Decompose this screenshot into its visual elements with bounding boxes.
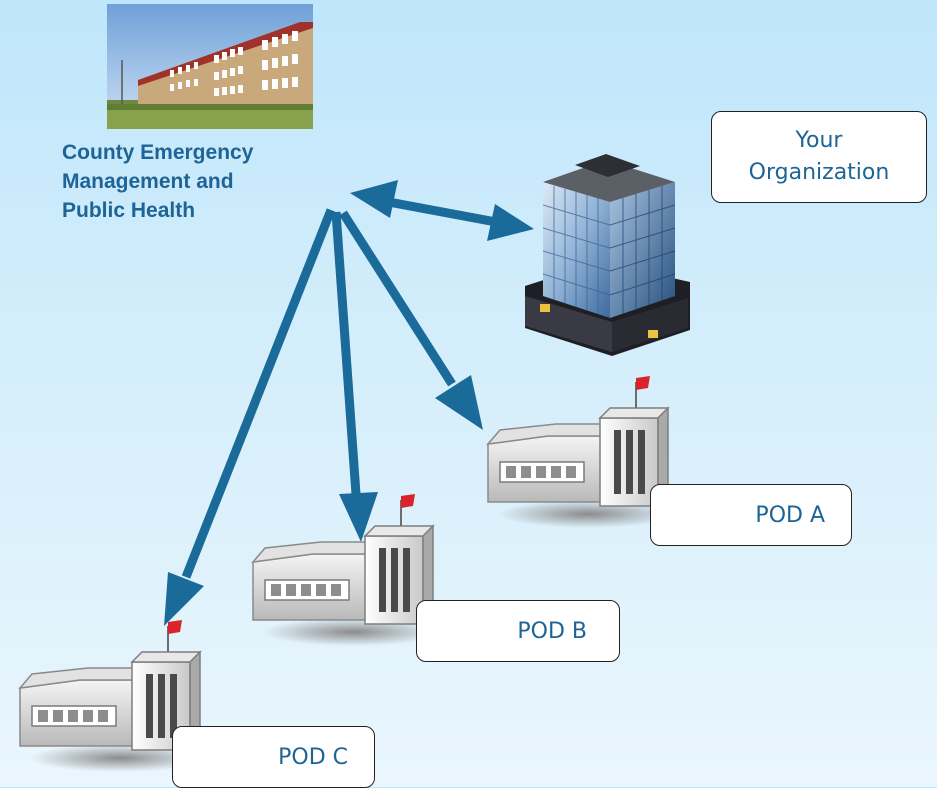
organization-label-line-1: Your [795,128,843,153]
arrow-to-pod-a [339,210,483,430]
pod-b-building-icon [252,493,444,647]
county-label: County Emergency Management and Public H… [62,138,362,225]
organization-label-line-2: Organization [748,160,890,185]
organization-label: Your Organization [711,111,927,203]
pod-c-label: POD C [172,726,375,788]
pod-b-label: POD B [416,600,620,662]
county-label-line-3: Public Health [62,199,196,222]
county-label-line-1: County Emergency [62,141,254,164]
pod-b-label-text: POD B [517,618,587,644]
county-photo [107,4,313,129]
pod-a-label: POD A [650,484,852,546]
arrow-to-pod-c [164,208,336,626]
arrow-to-pod-b [331,211,378,542]
arrow-county-organization [350,180,534,241]
pod-c-label-text: POD C [278,744,348,770]
pod-a-label-text: POD A [755,502,825,528]
county-label-line-2: Management and [62,170,234,193]
office-tower-icon [525,154,690,356]
